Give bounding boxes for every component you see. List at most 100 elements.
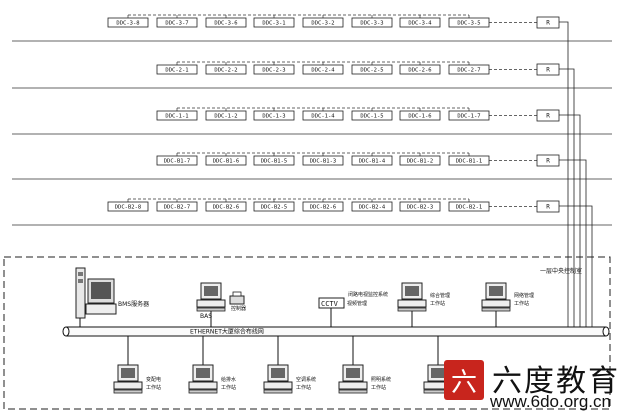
bas-workstation (196, 282, 245, 327)
ddc-box (302, 201, 344, 212)
ddc-label: DDC-2-6 (408, 68, 431, 74)
keyboard (188, 389, 218, 394)
router-label: R (546, 204, 550, 211)
ddc-box (351, 155, 393, 166)
watermark-url: www.6do.org.cn (490, 392, 611, 411)
ddc-box (448, 110, 490, 121)
ddc-label: DDC-B1-2 (407, 159, 434, 165)
ddc-label: DDC-B2-3 (407, 205, 434, 211)
router-box (536, 63, 560, 76)
workstation-label: 变配电 (146, 376, 161, 383)
router-box (536, 200, 560, 213)
router-box (536, 154, 560, 167)
ddc-label: DDC-B1-6 (213, 159, 240, 165)
ddc-label: DDC-2-4 (311, 68, 335, 74)
ddc-label: DDC-1-3 (262, 114, 285, 120)
ddc-box (448, 155, 490, 166)
watermark-name: 六度教育 (492, 364, 620, 399)
ddc-label: DDC-3-1 (262, 21, 285, 27)
ddc-box (351, 64, 393, 75)
cctv-unit (318, 297, 345, 327)
keyboard (113, 389, 143, 394)
cpu-case (397, 299, 427, 308)
monitor-screen (121, 368, 135, 378)
keyboard (481, 307, 511, 312)
ddc-label: DDC-B2-4 (359, 205, 386, 211)
ddc-box (107, 17, 149, 28)
ddc-box (399, 155, 441, 166)
riser-trunk-lines (559, 21, 593, 327)
workstation-label: 给排水 (221, 376, 236, 383)
keyboard (397, 307, 427, 312)
cctv-desc-label: 闭路电视监控系统 (348, 291, 388, 298)
ddc-box (351, 110, 393, 121)
ddc-box (351, 201, 393, 212)
riser-line (559, 21, 569, 327)
ddc-box (253, 110, 295, 121)
ddc-box (205, 17, 247, 28)
ddc-label: DDC-2-2 (214, 68, 237, 74)
workstation-label: 照明系统 (371, 376, 391, 383)
ddc-label: DDC-3-3 (360, 21, 383, 27)
router-label: R (546, 158, 550, 165)
ddc-box (205, 110, 247, 121)
ddc-label: DDC-3-7 (165, 21, 188, 27)
ddc-box (448, 64, 490, 75)
monitor-screen (405, 286, 419, 296)
ddc-box (156, 110, 198, 121)
workstation-label: 工作站 (430, 300, 445, 307)
workstation-label: 工作站 (221, 384, 236, 391)
bms-label: BMS服务器 (118, 300, 149, 308)
ddc-box (205, 155, 247, 166)
riser-line (559, 68, 575, 327)
control-room-title: 一层中央控制室 (540, 267, 582, 275)
ddc-label: DDC-3-2 (311, 21, 334, 27)
cpu-case (113, 381, 143, 390)
ddc-box (302, 17, 344, 28)
router-box (536, 109, 560, 122)
workstation-label: 工作站 (296, 384, 311, 391)
bms-server (75, 267, 117, 327)
router-label: R (546, 20, 550, 27)
ddc-label: DDC-2-7 (457, 68, 480, 74)
watermark: 六 六度教育 www.6do.org.cn (444, 356, 636, 412)
ddc-label: DDC-1-4 (311, 114, 335, 120)
ddc-label: DDC-1-1 (165, 114, 188, 120)
workstation-label: 空调系统 (296, 376, 316, 383)
ddc-box (253, 17, 295, 28)
cctv-sub-label: 视频管理 (347, 300, 367, 307)
monitor-screen (271, 368, 285, 378)
workstation-label: 网络管理 (514, 292, 534, 299)
ddc-box (156, 201, 198, 212)
ddc-label: DDC-B2-7 (164, 205, 191, 211)
ddc-box (448, 201, 490, 212)
router-label: R (546, 67, 550, 74)
cctv-label: CCTV (321, 300, 339, 308)
ddc-box (156, 17, 198, 28)
keyboard (263, 389, 293, 394)
ddc-box (253, 201, 295, 212)
router-label: R (546, 113, 550, 120)
ddc-label: DDC-2-5 (360, 68, 383, 74)
ddc-label: DDC-B2-1 (456, 205, 483, 211)
cpu-case (188, 381, 218, 390)
ddc-box (107, 201, 149, 212)
workstation-label: 工作站 (371, 384, 386, 391)
watermark-logo: 六 (444, 360, 484, 400)
ddc-label: DDC-B2-6 (310, 205, 337, 211)
ddc-label: DDC-3-5 (457, 21, 480, 27)
ddc-label: DDC-B1-1 (456, 159, 483, 165)
ddc-label: DDC-1-2 (214, 114, 237, 120)
bus-end-right (602, 326, 610, 337)
ddc-box (205, 201, 247, 212)
